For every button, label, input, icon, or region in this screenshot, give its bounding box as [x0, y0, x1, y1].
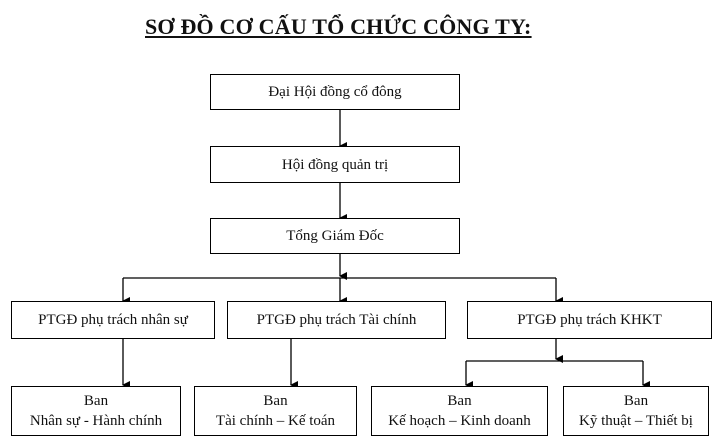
- node-label: PTGĐ phụ trách nhân sự: [38, 312, 188, 328]
- node-board: Hội đồng quản trị: [210, 146, 460, 183]
- node-label-line2: Kỹ thuật – Thiết bị: [579, 413, 693, 429]
- node-dept-tech: Ban Kỹ thuật – Thiết bị: [563, 386, 709, 436]
- node-label-line1: Ban: [263, 393, 288, 409]
- node-vp-finance: PTGĐ phụ trách Tài chính: [227, 301, 446, 339]
- node-label: Đại Hội đồng cổ đông: [268, 84, 402, 100]
- node-label-line2: Tài chính – Kế toán: [215, 413, 336, 429]
- node-vp-tech: PTGĐ phụ trách KHKT: [467, 301, 712, 339]
- diagram-title: SƠ ĐỒ CƠ CẤU TỔ CHỨC CÔNG TY:: [145, 14, 532, 39]
- node-ceo: Tổng Giám Đốc: [210, 218, 460, 254]
- node-dept-hr: Ban Nhân sự - Hành chính: [11, 386, 181, 436]
- node-label-line1: Ban: [83, 393, 109, 409]
- node-label: Hội đồng quản trị: [281, 156, 389, 173]
- node-label-line1: Ban: [447, 393, 472, 409]
- node-label-line2: Kế hoạch – Kinh doanh: [388, 413, 531, 429]
- node-vp-hr: PTGĐ phụ trách nhân sự: [11, 301, 215, 339]
- node-dept-finance: Ban Tài chính – Kế toán: [194, 386, 357, 436]
- node-dept-planning: Ban Kế hoạch – Kinh doanh: [371, 386, 548, 436]
- node-label: PTGĐ phụ trách Tài chính: [256, 312, 417, 328]
- node-label: Tổng Giám Đốc: [286, 228, 384, 244]
- node-label-line2: Nhân sự - Hành chính: [29, 413, 163, 429]
- node-shareholders: Đại Hội đồng cổ đông: [210, 74, 460, 110]
- node-label: PTGĐ phụ trách KHKT: [517, 312, 662, 328]
- node-label-line1: Ban: [623, 393, 649, 409]
